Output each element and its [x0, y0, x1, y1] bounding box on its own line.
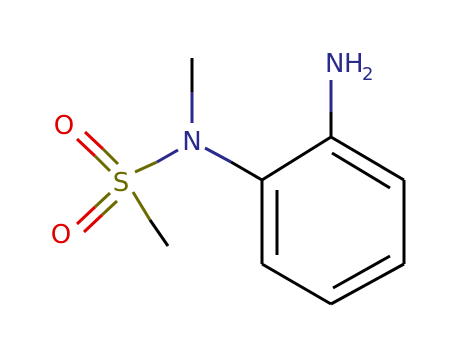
bond-s-o-bottom-b [100, 199, 119, 217]
bond-s-o-top-a-red [75, 137, 97, 158]
ring-bond-c4-c5 [261, 262, 332, 306]
ring-double-inner-c3-c4 [332, 254, 391, 290]
atom-label-n-amine: N [325, 49, 344, 79]
bond-n-s-olive [134, 160, 158, 174]
ring-bond-c3-c4 [330, 262, 405, 306]
bond-c6-n [230, 160, 263, 182]
ring-double-inner-c1-c2 [331, 151, 391, 190]
bond-c6-n-blue [204, 146, 232, 164]
bond-s-o-bottom-a-red [75, 205, 97, 226]
bond-s-methyl-olive [131, 191, 152, 221]
bond-s-methyl-black [148, 219, 170, 247]
benzene-ring [260, 135, 406, 306]
atom-label-n-sulfonamide: N [182, 127, 201, 157]
atom-label-h-amine: H [344, 49, 364, 79]
bond-n-s-blue [156, 148, 179, 164]
bond-s-o-bottom-a [93, 191, 112, 209]
atom-label-h-subscript: 2 [362, 64, 373, 85]
bond-s-o-top-a [93, 154, 112, 173]
ring-bond-c6-c1 [261, 135, 332, 182]
atom-label-oxygen-bottom: O [51, 220, 71, 250]
atom-label-sulfur: S [113, 168, 130, 198]
bond-s-o-top-b [101, 147, 120, 166]
ring-bond-c1-c2 [330, 135, 405, 182]
bond-s-o-top-b-red [83, 130, 105, 151]
bond-s-o-bottom-b-red [82, 213, 104, 234]
atom-label-oxygen-top: O [54, 111, 74, 141]
